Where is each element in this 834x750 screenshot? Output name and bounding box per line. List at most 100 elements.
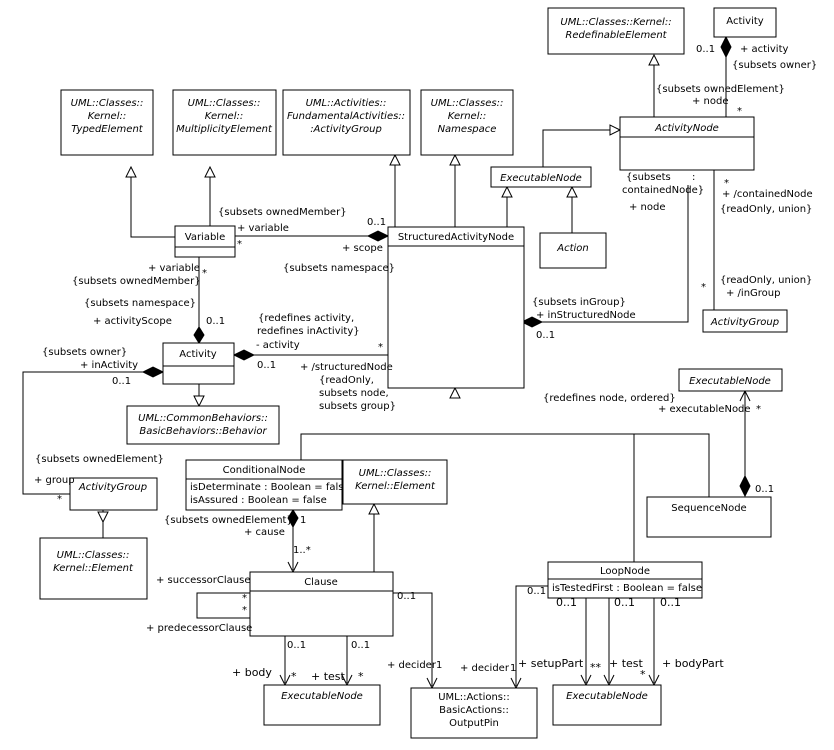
role-label: + decider bbox=[460, 663, 510, 674]
activity-group-fund-line: FundamentalActivities:: bbox=[287, 111, 405, 122]
activity-group-left-name: ActivityGroup bbox=[78, 482, 147, 493]
role-label: + test bbox=[311, 670, 346, 683]
role-label: + group bbox=[34, 475, 75, 486]
role-label: {subsets owner} bbox=[732, 60, 817, 71]
activity-top-name: Activity bbox=[726, 16, 763, 27]
multiplicity-label: 0..1 bbox=[257, 360, 276, 371]
role-label: + /structuredNode bbox=[300, 362, 393, 373]
activity-node-name: ActivityNode bbox=[654, 123, 719, 134]
role-label: {subsets ownedElement} bbox=[656, 84, 785, 95]
multiplicity-label: 1 bbox=[436, 660, 442, 671]
loop-node-name: LoopNode bbox=[600, 566, 650, 577]
multiplicity-label: 0..1 bbox=[527, 586, 546, 597]
multiplicity-element-line: UML::Classes:: bbox=[188, 98, 261, 109]
element-left-line: Kernel::Element bbox=[53, 563, 134, 574]
redefinable-element-class bbox=[547, 7, 685, 55]
action-class bbox=[539, 232, 607, 269]
multiplicity-label: 0..1 bbox=[556, 596, 577, 609]
generalization-triangle bbox=[449, 153, 461, 166]
sequence-node-name: SequenceNode bbox=[671, 503, 746, 514]
role-label: - activity bbox=[256, 340, 300, 351]
multiplicity-label: 1..* bbox=[293, 545, 311, 556]
multiplicity-element-line: MultiplicityElement bbox=[176, 124, 273, 135]
element-mid-class bbox=[342, 459, 448, 505]
executable-node-top-name: ExecutableNode bbox=[500, 173, 582, 184]
multiplicity-element-line: Kernel:: bbox=[205, 111, 243, 122]
multiplicity-label: 0..1 bbox=[660, 596, 681, 609]
role-label: {redefines activity, bbox=[258, 313, 354, 324]
clause-name: Clause bbox=[304, 577, 338, 588]
generalization-triangle bbox=[368, 502, 380, 515]
role-label: {subsets owner} bbox=[42, 347, 127, 358]
role-label: + inActivity bbox=[80, 360, 138, 371]
multiplicity-label: * bbox=[756, 404, 761, 415]
composition-diamond bbox=[193, 326, 205, 344]
executable-node-right-name: ExecutableNode bbox=[689, 376, 771, 387]
role-label: + executableNode bbox=[658, 404, 751, 415]
structured-activity-node-class bbox=[387, 226, 525, 389]
multiplicity-label: 0..1 bbox=[536, 330, 555, 341]
generalization-triangle bbox=[389, 153, 401, 166]
conditional-to-structured bbox=[300, 433, 710, 497]
variable-to-typedelement bbox=[130, 167, 175, 238]
variable-class bbox=[174, 225, 236, 258]
multiplicity-label: * bbox=[640, 668, 646, 681]
composition-diamond bbox=[520, 316, 544, 328]
activity-group-right-class bbox=[702, 309, 788, 333]
role-label: + body bbox=[232, 666, 272, 679]
multiplicity-element-class bbox=[172, 89, 277, 156]
role-label: + test bbox=[609, 657, 644, 670]
multiplicity-label: * bbox=[57, 494, 62, 505]
role-label: containedNode} bbox=[622, 185, 704, 196]
role-label: subsets group} bbox=[319, 401, 396, 412]
activity-group-right-name: ActivityGroup bbox=[710, 317, 779, 328]
generalization-triangle bbox=[193, 395, 205, 408]
output-pin-line: UML::Actions:: bbox=[438, 692, 510, 703]
generalization-triangle bbox=[566, 185, 578, 198]
conditional-node-class bbox=[185, 459, 343, 511]
role-label: + successorClause bbox=[156, 575, 251, 586]
multiplicity-label: 1 bbox=[510, 663, 516, 674]
clause-self-assoc bbox=[196, 592, 250, 619]
composition-diamond bbox=[287, 509, 299, 529]
role-label: {subsets ownedMember} bbox=[72, 276, 201, 287]
multiplicity-label: 0..1 bbox=[367, 217, 386, 228]
namespace-line: UML::Classes:: bbox=[431, 98, 504, 109]
role-label: + scope bbox=[342, 243, 383, 254]
multiplicity-label: 1 bbox=[300, 515, 306, 526]
behavior-line: BasicBehaviors::Behavior bbox=[139, 426, 267, 437]
namespace-line: Namespace bbox=[438, 124, 497, 135]
executable-node-bottom-left-name: ExecutableNode bbox=[281, 691, 363, 702]
role-label: {redefines node, ordered} bbox=[543, 393, 676, 404]
multiplicity-label: 0..1 bbox=[287, 640, 306, 651]
activitygroup-to-san bbox=[532, 185, 689, 323]
role-label: {readOnly, bbox=[319, 375, 374, 386]
typed-element-line: TypedElement bbox=[71, 124, 143, 135]
role-label: {subsets ownedMember} bbox=[218, 207, 347, 218]
typed-element-line: UML::Classes:: bbox=[71, 98, 144, 109]
behavior-line: UML::CommonBehaviors:: bbox=[138, 413, 268, 424]
role-label: + variable bbox=[148, 263, 200, 274]
generalization-triangle bbox=[97, 511, 109, 524]
role-label: + /containedNode bbox=[722, 189, 813, 200]
multiplicity-label: * bbox=[242, 593, 247, 604]
multiplicity-label: 0..1 bbox=[755, 484, 774, 495]
role-label: {subsets namespace} bbox=[84, 298, 196, 309]
output-pin-line: OutputPin bbox=[449, 718, 499, 729]
composition-diamond bbox=[232, 349, 256, 361]
role-label: {subsets ownedElement} bbox=[164, 515, 293, 526]
role-label: + node bbox=[692, 96, 729, 107]
composition-diamond bbox=[366, 230, 390, 242]
multiplicity-label: * bbox=[724, 178, 729, 189]
inactivity-to-activitygroup bbox=[22, 371, 155, 495]
association-labels: + activity {subsets owner} 0..1 {subsets… bbox=[34, 44, 817, 683]
typed-element-line: Kernel:: bbox=[88, 111, 126, 122]
role-label: + inStructuredNode bbox=[536, 310, 636, 321]
multiplicity-label: * bbox=[242, 605, 247, 616]
loop-node-attr: isTestedFirst : Boolean = false bbox=[552, 583, 702, 594]
activity-group-fund-line: UML::Activities:: bbox=[306, 98, 387, 109]
executablenode-to-activitynode bbox=[542, 129, 620, 167]
variable-name: Variable bbox=[185, 232, 226, 243]
multiplicity-label: : bbox=[692, 172, 695, 183]
